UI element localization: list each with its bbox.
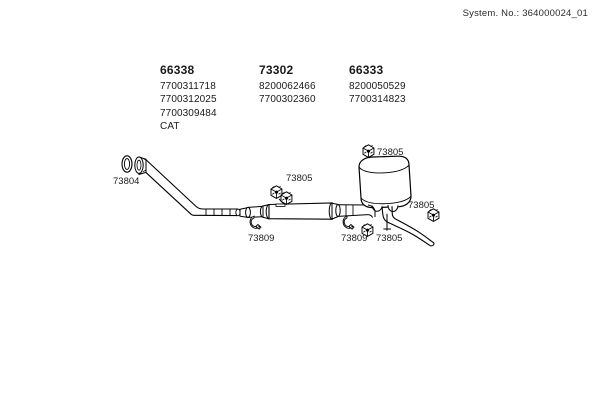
part-code: 66338: [160, 63, 195, 77]
callout-73805-muffler-top: 73805: [377, 147, 403, 158]
muffler-inlet-neck: [367, 204, 376, 218]
part-ref: CAT: [160, 121, 180, 132]
part-code: 73302: [259, 63, 294, 77]
hanger-muffler-top-icon: [362, 144, 375, 158]
front-pipe-sleeve: [205, 208, 241, 217]
part-ref: 7700314823: [349, 94, 406, 105]
part-ref: 7700312025: [160, 94, 217, 105]
front-flange: [134, 156, 147, 176]
hanger-mid-a: [270, 185, 283, 199]
part-ref: 7700302360: [259, 94, 316, 105]
part-column-66333: 66333 8200050529 7700314823: [349, 63, 406, 107]
part-column-73302: 73302 8200062466 7700302360: [259, 63, 316, 107]
callout-73804: 73804: [113, 176, 139, 187]
part-column-66338: 66338 7700311718 7700312025 7700309484 C…: [160, 63, 217, 134]
part-ref: 7700309484: [160, 107, 217, 119]
part-ref: 8200050529: [349, 80, 406, 92]
part-ref: 8200062466: [259, 80, 316, 92]
tailpipe: [381, 206, 435, 247]
front-gasket: [121, 155, 133, 173]
muffler: [358, 155, 412, 213]
part-code: 66333: [349, 63, 384, 77]
clamp-mid-right-icon: [341, 214, 355, 232]
part-ref: 7700311718: [160, 80, 216, 92]
callout-73805-mid: 73805: [286, 173, 312, 184]
callout-73809-right: 73809: [341, 233, 367, 244]
centre-resonator: [239, 202, 369, 220]
callout-73805-tailpipe: 73805: [376, 233, 402, 244]
hanger-mid-bracket: [275, 203, 286, 207]
callout-73809-left: 73809: [248, 233, 274, 244]
callout-73805-muffler-right: 73805: [408, 200, 434, 211]
system-number-label: System. No.: 364000024_01: [462, 8, 588, 19]
front-pipe: [145, 158, 239, 217]
